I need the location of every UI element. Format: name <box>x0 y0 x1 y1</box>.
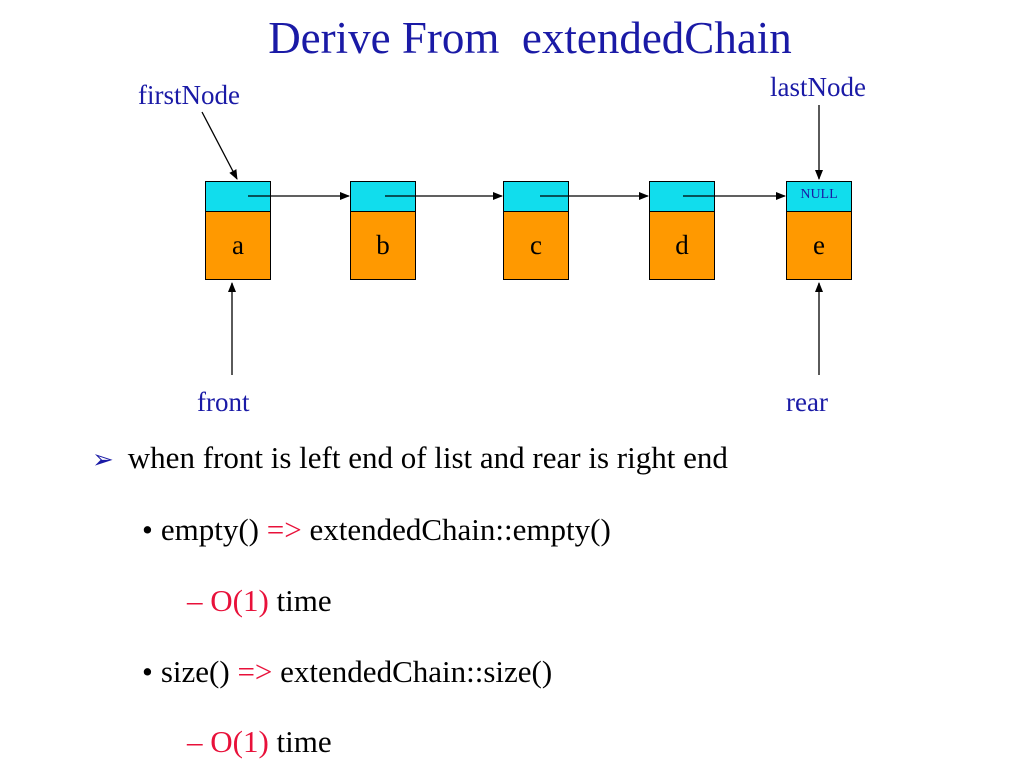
node-data-cell: c <box>503 212 569 280</box>
arrowhead-bullet-icon: ➢ <box>92 445 114 475</box>
node-pointer-cell: NULL <box>786 181 852 212</box>
chain-node-c: c <box>503 181 569 280</box>
front-label: front <box>197 387 250 417</box>
node-data-cell: b <box>350 212 416 280</box>
dash-marker: – <box>187 583 203 618</box>
time-label: time <box>276 724 332 759</box>
main-bullet: ➢ when front is left end of list and rear… <box>92 440 728 476</box>
dash-marker: – <box>187 724 203 759</box>
empty-impl: extendedChain::empty() <box>309 512 611 547</box>
null-pointer-text: NULL <box>800 187 838 202</box>
size-complexity: – O(1) time <box>187 724 332 760</box>
first-node-label: firstNode <box>138 80 240 110</box>
size-fn: size() <box>160 654 230 689</box>
size-bullet: •size() => extendedChain::size() <box>142 654 552 690</box>
node-data-cell: a <box>205 212 271 280</box>
dot-bullet-icon: • <box>142 512 153 547</box>
main-bullet-text: when front is left end of list and rear … <box>127 440 728 475</box>
maps-to-arrow: => <box>237 654 273 689</box>
empty-complexity: – O(1) time <box>187 583 332 619</box>
empty-bullet: •empty() => extendedChain::empty() <box>142 512 611 548</box>
slide-title: Derive From extendedChain <box>268 13 792 63</box>
node-data-cell: e <box>786 212 852 280</box>
dot-bullet-icon: • <box>142 654 153 689</box>
maps-to-arrow: => <box>266 512 302 547</box>
size-impl: extendedChain::size() <box>280 654 553 689</box>
complexity-value: O(1) <box>210 724 269 759</box>
time-label: time <box>276 583 332 618</box>
chain-node-e: NULL e <box>786 181 852 280</box>
node-data-cell: d <box>649 212 715 280</box>
first-node-arrow <box>201 111 238 180</box>
chain-node-a: a <box>205 181 271 280</box>
chain-node-d: d <box>649 181 715 280</box>
rear-label: rear <box>786 387 828 417</box>
complexity-value: O(1) <box>210 583 269 618</box>
empty-fn: empty() <box>160 512 259 547</box>
last-node-label: lastNode <box>770 72 866 102</box>
